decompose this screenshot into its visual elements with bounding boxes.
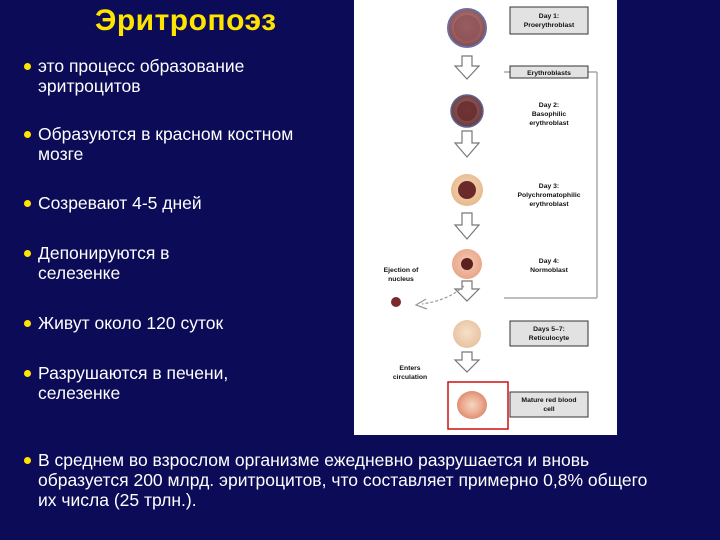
normoblast-label: Normoblast [530, 267, 569, 274]
mature-label-2: cell [543, 406, 554, 413]
reticulocyte-label: Reticulocyte [529, 335, 570, 342]
bullet-dot-icon [24, 250, 31, 257]
bullet-text: это процесс образование эритроцитов [38, 56, 245, 96]
cell-proerythroblast [447, 8, 487, 48]
arrow-down-icon [453, 130, 481, 158]
bullet-dot-icon [24, 320, 31, 327]
normoblast-day-label: Day 4: [539, 258, 559, 265]
arrow-down-icon [453, 280, 481, 302]
erythropoiesis-diagram-panel: Day 1: Proerythroblast Erythroblasts Day… [354, 0, 617, 435]
bullet-dot-icon [24, 457, 31, 464]
erythroblasts-label: Erythroblasts [527, 70, 571, 77]
cell-normoblast [452, 249, 482, 279]
bullet-dot-icon [24, 131, 31, 138]
enters-label-2: circulation [393, 374, 427, 381]
ejection-arrow [421, 285, 465, 305]
bullet-item: Разрушаются в печени, селезенке [24, 363, 288, 403]
cell-polychromatophilic-erythroblast [451, 174, 483, 206]
bullet-item: Депонируются в селезенке [24, 243, 238, 283]
ejection-arrow-head-icon [414, 298, 428, 310]
bullet-text: Созревают 4-5 дней [38, 193, 202, 213]
erythroblasts-label-box [509, 65, 589, 79]
bullet-item: это процесс образование эритроцитов [24, 56, 323, 96]
reticulocyte-label-box [509, 320, 589, 347]
ejection-label-2: nucleus [388, 276, 414, 283]
bullet-text: Депонируются в селезенке [38, 243, 170, 283]
slide-title: Эритропоэз [95, 4, 277, 37]
ejected-nucleus [391, 297, 401, 307]
bullet-dot-icon [24, 370, 31, 377]
bullet-text: Живут около 120 суток [38, 313, 224, 333]
proerythroblast-day-label: Day 1: [539, 13, 559, 20]
mature-label-box [509, 391, 589, 418]
proerythroblast-label-box [509, 6, 589, 35]
bullet-text: В среднем во взрослом организме ежедневн… [38, 450, 648, 510]
polychromatophilic-label: Polychromatophilic [517, 192, 580, 199]
reticulocyte-day-label: Days 5–7: [533, 326, 565, 333]
basophilic-label: Basophilic [532, 111, 567, 118]
cell-reticulocyte [453, 320, 481, 348]
polychromatophilic-label-2: erythroblast [529, 201, 569, 208]
bullet-item: В среднем во взрослом организме ежедневн… [24, 450, 663, 510]
arrow-down-icon [453, 55, 481, 80]
bullet-item: Созревают 4-5 дней [24, 193, 328, 213]
proerythroblast-label: Proerythroblast [524, 22, 575, 29]
basophilic-label-2: erythroblast [529, 120, 569, 127]
polychromatophilic-day-label: Day 3: [539, 183, 559, 190]
arrow-down-icon [453, 351, 481, 373]
bullet-item: Образуются в красном костном мозге [24, 124, 298, 164]
cell-basophilic-erythroblast [450, 94, 484, 128]
erythropoiesis-diagram: Day 1: Proerythroblast Erythroblasts Day… [384, 6, 598, 430]
bullet-text: Разрушаются в печени, селезенке [38, 363, 229, 403]
ejection-label: Ejection of [384, 267, 419, 274]
arrow-down-icon [453, 212, 481, 240]
bullet-item: Живут около 120 суток [24, 313, 338, 333]
cell-mature-red-blood-cell [457, 391, 487, 419]
mature-cell-frame [447, 381, 509, 430]
bullet-dot-icon [24, 63, 31, 70]
bullet-dot-icon [24, 200, 31, 207]
enters-label: Enters [399, 365, 420, 372]
stage-arrows [453, 55, 481, 373]
basophilic-day-label: Day 2: [539, 102, 559, 109]
bullet-text: Образуются в красном костном мозге [38, 124, 294, 164]
mature-label: Mature red blood [521, 397, 576, 404]
